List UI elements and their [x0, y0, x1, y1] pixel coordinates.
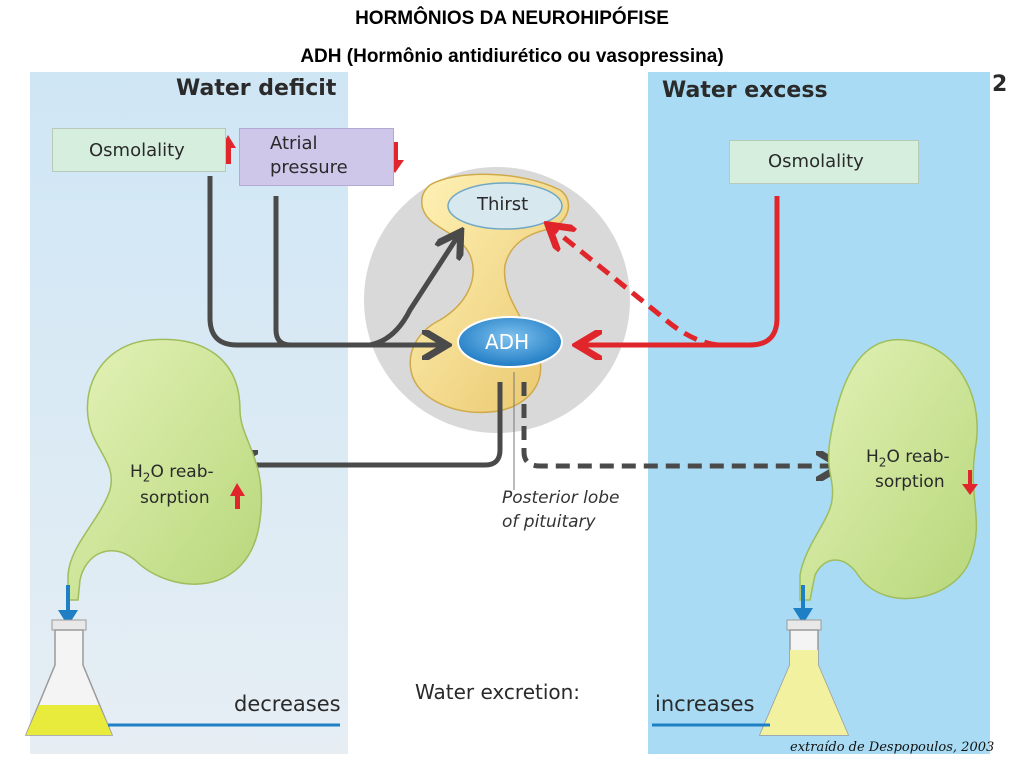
- left-h2o-suffix: O reab-: [150, 462, 214, 482]
- posterior-lobe-label-line2: of pituitary: [502, 512, 596, 532]
- adh-to-left-kidney-arrow: [238, 382, 503, 465]
- increases-label: increases: [655, 692, 755, 716]
- water-excretion-label: Water excretion:: [415, 680, 581, 704]
- deficit-to-thirst-arrow: [369, 236, 458, 348]
- decreases-label: decreases: [234, 692, 341, 716]
- adh-label: ADH: [485, 330, 530, 354]
- posterior-lobe-label-line1: Posterior lobe: [502, 488, 620, 508]
- thirst-ellipse: [447, 182, 563, 230]
- atrial-pressure-box: Atrial pressure: [239, 128, 394, 186]
- right-h2o-reabsorption-label: H2O reab-: [866, 447, 950, 469]
- thirst-label: Thirst: [477, 194, 529, 215]
- osmolality-box: Osmolality: [52, 128, 226, 172]
- osmolality-to-adh-arrow: [207, 176, 442, 345]
- left-kidney-icon: [67, 338, 263, 601]
- water-excess-heading: Water excess: [662, 78, 828, 103]
- atrial-pressure-label-line1: Atrial: [270, 133, 318, 154]
- right-flask-icon: [758, 619, 850, 736]
- right-kidney-icon: [799, 338, 978, 601]
- right-h2o-sub: 2: [878, 455, 887, 470]
- page-number: 2: [992, 72, 1008, 97]
- adh-ellipse: [457, 316, 563, 368]
- arrow-up-icon: [230, 483, 245, 509]
- slide-subtitle: ADH (Hormônio antidiurético ou vasopress…: [300, 46, 724, 67]
- osmolality-label: Osmolality: [89, 140, 185, 161]
- right-h2o-suffix: O reab-: [886, 447, 950, 467]
- right-h2o-h: H: [866, 447, 879, 467]
- left-h2o-sub: 2: [142, 470, 151, 485]
- water-deficit-heading: Water deficit: [176, 76, 337, 101]
- excess-to-thirst-dashed-arrow: [552, 228, 719, 348]
- left-h2o-h: H: [130, 462, 143, 482]
- excess-osmolality-box: Osmolality: [729, 140, 919, 184]
- left-urine-flow-arrowhead: [58, 610, 78, 626]
- right-urine-flow-arrowhead: [793, 608, 813, 624]
- excess-osmolality-to-adh-arrow: [582, 196, 780, 345]
- slide-title: HORMÔNIOS DA NEUROHIPÓFISE: [355, 8, 669, 29]
- left-flask-icon: [24, 619, 114, 736]
- arrow-down-icon: [962, 470, 978, 495]
- adh-to-right-kidney-dashed-arrow: [521, 382, 836, 466]
- left-h2o-reabsorption-label: H2O reab-: [130, 462, 214, 484]
- atrial-to-adh-arrow: [273, 196, 292, 348]
- right-sorption-label: sorption: [875, 472, 945, 492]
- atrial-pressure-label-line2: pressure: [270, 157, 348, 178]
- excess-osmolality-label: Osmolality: [768, 151, 864, 172]
- source-credit: extraído de Despopoulos, 2003: [790, 740, 995, 755]
- left-sorption-label: sorption: [140, 488, 210, 508]
